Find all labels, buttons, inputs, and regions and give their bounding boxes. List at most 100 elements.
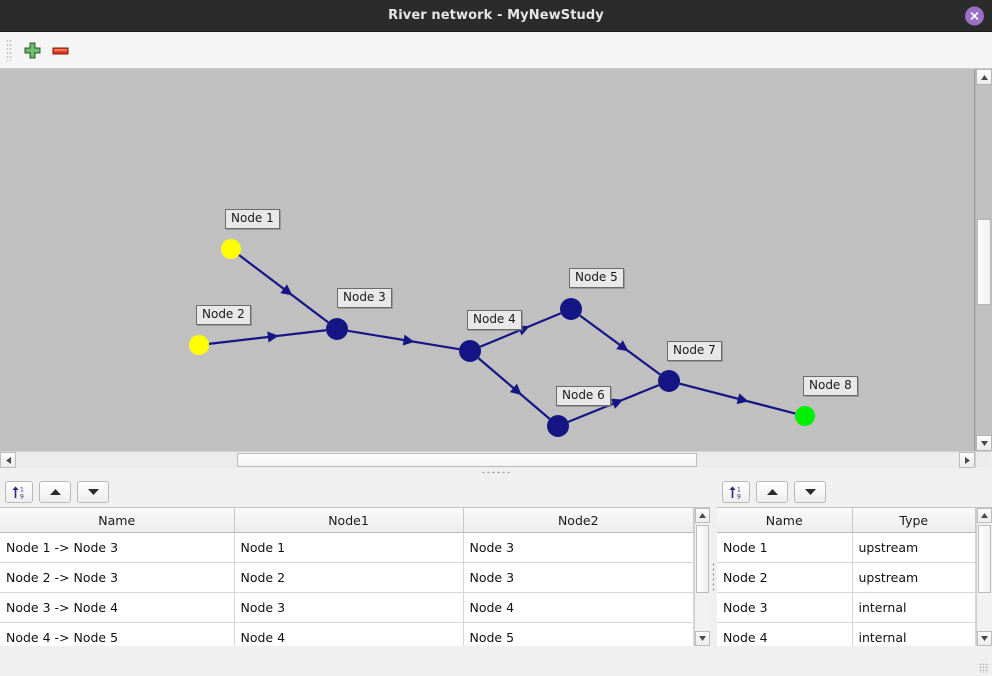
- table-row[interactable]: Node 1 -> Node 3 Node 1 Node 3: [0, 532, 694, 563]
- network-edge[interactable]: [347, 329, 460, 351]
- column-header-node1[interactable]: Node1: [234, 508, 464, 533]
- scroll-down-icon[interactable]: [976, 435, 992, 451]
- close-icon[interactable]: [965, 6, 984, 25]
- branch-name-cell[interactable]: Node 4 -> Node 5: [0, 622, 235, 646]
- branch-vscroll-thumb[interactable]: [696, 525, 709, 593]
- graph-hscroll-thumb[interactable]: [237, 453, 697, 467]
- node-label-node-6[interactable]: Node 6: [556, 386, 611, 406]
- node-name-cell[interactable]: Node 2: [717, 562, 853, 593]
- node-label-node-7[interactable]: Node 7: [667, 341, 722, 361]
- node-name-cell[interactable]: Node 1: [717, 532, 853, 563]
- add-plus-icon[interactable]: [18, 36, 46, 64]
- node-table-shell: Name Type Node 1 upstream Node 2 u: [717, 507, 992, 646]
- graph-node-node-3[interactable]: [326, 318, 348, 340]
- scroll-down-icon[interactable]: [695, 631, 710, 646]
- table-row[interactable]: Node 4 internal: [717, 622, 976, 646]
- scrollbar-corner: [975, 451, 991, 467]
- node-name-cell[interactable]: Node 3: [717, 592, 853, 623]
- table-row[interactable]: Node 4 -> Node 5 Node 4 Node 5: [0, 622, 694, 646]
- node-type-cell[interactable]: internal: [852, 622, 976, 646]
- toolbar-drag-handle[interactable]: [6, 39, 12, 61]
- branch-node1-cell[interactable]: Node 3: [234, 592, 464, 623]
- scroll-left-icon[interactable]: [0, 452, 16, 468]
- scroll-down-icon[interactable]: [977, 631, 992, 646]
- graph-node-node-7[interactable]: [658, 370, 680, 392]
- graph-vscroll-thumb[interactable]: [977, 219, 991, 305]
- branch-node2-cell[interactable]: Node 5: [463, 622, 694, 646]
- vertical-splitter[interactable]: [710, 477, 717, 676]
- node-table-scroll[interactable]: Name Type Node 1 upstream Node 2 u: [717, 508, 976, 646]
- branch-node1-cell[interactable]: Node 4: [234, 622, 464, 646]
- column-header-node2[interactable]: Node2: [463, 508, 694, 533]
- network-edges-layer: [189, 239, 815, 437]
- river-network-diagram[interactable]: Node 1 Node 2 Node 3 Node 4 Node 5 Node 6 Node…: [0, 69, 975, 451]
- remove-minus-icon[interactable]: [46, 36, 74, 64]
- branch-node2-cell[interactable]: Node 3: [463, 532, 694, 563]
- branch-table-vertical-scrollbar[interactable]: [694, 508, 710, 646]
- triangle-down-glyph: [980, 440, 988, 446]
- graph-node-node-5[interactable]: [560, 298, 582, 320]
- node-vscroll-thumb[interactable]: [978, 525, 991, 593]
- move-down-button[interactable]: [77, 481, 109, 503]
- column-header-name[interactable]: Name: [717, 508, 853, 533]
- scroll-right-icon[interactable]: [959, 452, 975, 468]
- network-edge[interactable]: [238, 254, 329, 324]
- graph-node-node-4[interactable]: [459, 340, 481, 362]
- window-resize-grip[interactable]: [979, 663, 989, 673]
- branch-status-bar: [0, 646, 710, 676]
- graph-vertical-scrollbar[interactable]: [975, 69, 992, 451]
- sort-ascending-icon[interactable]: 1 9: [722, 481, 750, 503]
- column-header-name[interactable]: Name: [0, 508, 235, 533]
- graph-node-node-2[interactable]: [189, 335, 209, 355]
- node-label-node-4[interactable]: Node 4: [467, 310, 522, 330]
- branch-toolbar: 1 9: [0, 477, 710, 507]
- branch-table-scroll[interactable]: Name Node1 Node2 Node 1 -> Node 3 Node 1…: [0, 508, 694, 646]
- horizontal-splitter[interactable]: [0, 468, 992, 477]
- node-label-node-2[interactable]: Node 2: [196, 305, 251, 325]
- branch-name-cell[interactable]: Node 2 -> Node 3: [0, 562, 235, 593]
- table-row[interactable]: Node 1 upstream: [717, 532, 976, 563]
- table-row[interactable]: Node 3 -> Node 4 Node 3 Node 4: [0, 592, 694, 623]
- title-bar: River network - MyNewStudy: [0, 0, 992, 32]
- arrow-up-icon: [766, 489, 778, 495]
- sort-ascending-icon[interactable]: 1 9: [5, 481, 33, 503]
- branch-name-cell[interactable]: Node 1 -> Node 3: [0, 532, 235, 563]
- node-name-cell[interactable]: Node 4: [717, 622, 853, 646]
- branch-node2-cell[interactable]: Node 4: [463, 592, 694, 623]
- graph-panel: Node 1 Node 2 Node 3 Node 4 Node 5 Node 6 Node…: [0, 69, 992, 468]
- node-label-node-1[interactable]: Node 1: [225, 209, 280, 229]
- move-up-button[interactable]: [756, 481, 788, 503]
- main-toolbar: [0, 32, 992, 69]
- node-label-node-3[interactable]: Node 3: [337, 288, 392, 308]
- graph-horizontal-scrollbar[interactable]: [0, 451, 975, 468]
- scroll-up-icon[interactable]: [977, 508, 992, 523]
- graph-node-node-8[interactable]: [795, 406, 815, 426]
- table-row[interactable]: Node 2 -> Node 3 Node 2 Node 3: [0, 562, 694, 593]
- node-table-vertical-scrollbar[interactable]: [976, 508, 992, 646]
- node-label-node-8[interactable]: Node 8: [803, 376, 858, 396]
- branch-node1-cell[interactable]: Node 1: [234, 532, 464, 563]
- network-edge[interactable]: [208, 329, 327, 345]
- move-up-button[interactable]: [39, 481, 71, 503]
- table-row[interactable]: Node 3 internal: [717, 592, 976, 623]
- node-label-node-5[interactable]: Node 5: [569, 268, 624, 288]
- graph-node-node-1[interactable]: [221, 239, 241, 259]
- branch-node2-cell[interactable]: Node 3: [463, 562, 694, 593]
- graph-node-node-6[interactable]: [547, 415, 569, 437]
- branch-node1-cell[interactable]: Node 2: [234, 562, 464, 593]
- branch-name-cell[interactable]: Node 3 -> Node 4: [0, 592, 235, 623]
- column-header-type[interactable]: Type: [852, 508, 976, 533]
- triangle-up-glyph: [699, 513, 706, 518]
- move-down-button[interactable]: [794, 481, 826, 503]
- scroll-up-icon[interactable]: [976, 69, 992, 85]
- node-type-cell[interactable]: internal: [852, 592, 976, 623]
- edge-arrowhead: [610, 398, 624, 409]
- table-row[interactable]: Node 2 upstream: [717, 562, 976, 593]
- svg-text:1: 1: [737, 486, 741, 493]
- node-type-cell[interactable]: upstream: [852, 532, 976, 563]
- network-edge[interactable]: [679, 382, 796, 415]
- scroll-up-icon[interactable]: [695, 508, 710, 523]
- tables-area: 1 9 Name: [0, 477, 992, 676]
- node-type-cell[interactable]: upstream: [852, 562, 976, 593]
